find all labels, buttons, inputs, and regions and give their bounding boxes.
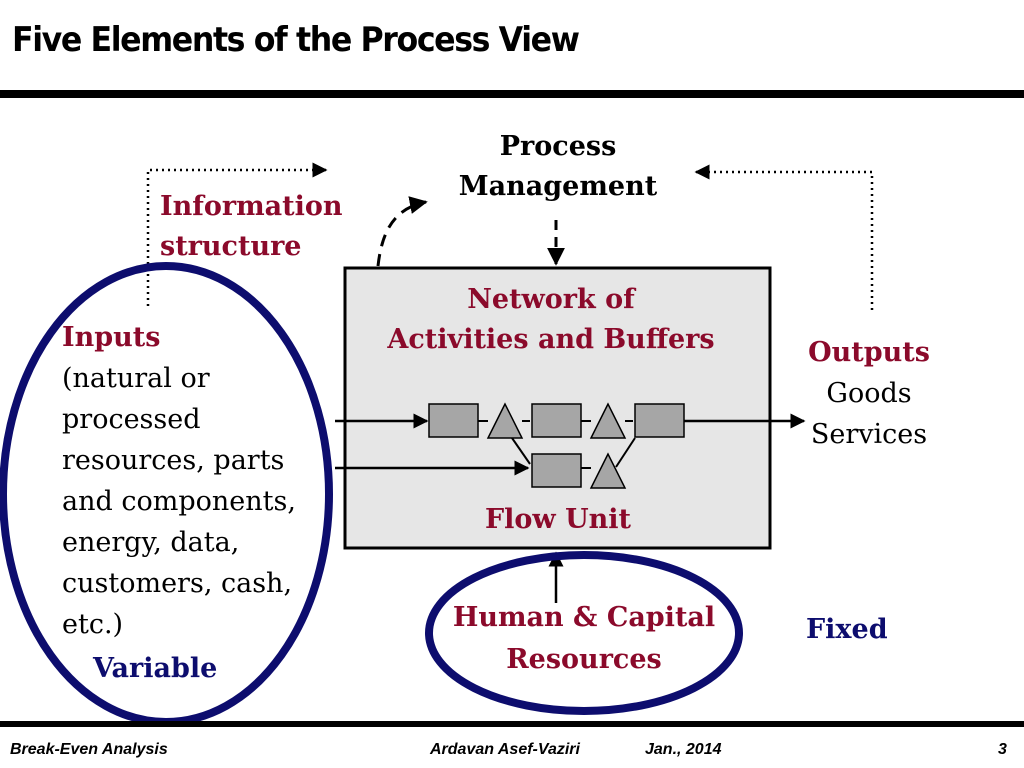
process-management-label: Process Management (458, 131, 658, 202)
flow-connector (615, 437, 636, 468)
dashed-curve-arrow (376, 196, 428, 267)
page-number: 3 (998, 741, 1007, 758)
buffer-triangle (589, 452, 627, 489)
activity-box (531, 453, 582, 488)
flow-connector (511, 437, 531, 465)
activity-box (634, 403, 685, 438)
slide-title: Five Elements of the Process View (12, 20, 580, 60)
buffer-triangle (589, 402, 627, 439)
info-dotted-line-right (694, 164, 874, 310)
footer-divider (0, 721, 1024, 727)
activity-box (531, 403, 582, 438)
resources-label: Human & Capital Resources (452, 602, 716, 675)
activity-box (428, 403, 479, 438)
variable-label: Variable (93, 653, 218, 684)
outputs-label: Outputs Goods Services (796, 332, 942, 455)
footer-left: Break-Even Analysis (10, 741, 168, 758)
footer-date: Jan., 2014 (645, 741, 722, 758)
outputs-heading: Outputs (808, 337, 930, 368)
information-structure-label: Information structure (160, 191, 343, 262)
footer-author: Ardavan Asef-Vaziri (430, 741, 580, 758)
inputs-label: Inputs (natural or processed resources, … (62, 317, 296, 645)
inputs-heading: Inputs (62, 322, 161, 353)
flow-unit-label: Flow Unit (485, 504, 631, 535)
fixed-label: Fixed (806, 614, 888, 645)
network-label: Network of Activities and Buffers (387, 284, 715, 355)
title-divider (0, 90, 1024, 98)
buffer-triangle (486, 402, 524, 439)
fixed-resources-ellipse (425, 551, 743, 715)
